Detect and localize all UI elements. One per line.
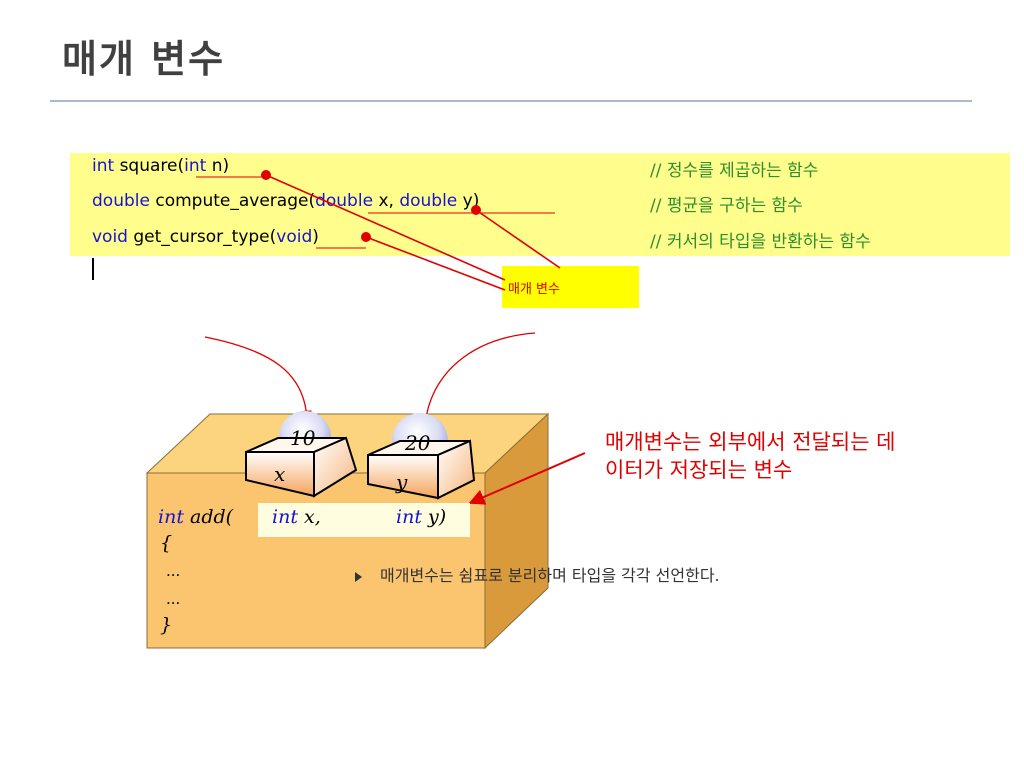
- connector-line: [265, 174, 506, 281]
- function-name: square(: [114, 156, 185, 176]
- param-type: double: [399, 191, 458, 211]
- box-code-signature: int add(: [158, 506, 233, 528]
- function-name: get_cursor_type(: [127, 227, 277, 247]
- param-highlight-strip: [258, 503, 470, 537]
- code-comment: // 커서의 타입을 반환하는 함수: [650, 232, 871, 252]
- box-code-param-x: int x,: [272, 506, 321, 528]
- param-callout-label: 매개 변수: [502, 266, 639, 308]
- cube-x-side: [313, 436, 358, 498]
- param-type: double: [315, 191, 374, 211]
- box-code-param-y: int y): [396, 506, 446, 528]
- value-label: 20: [405, 431, 431, 455]
- slide-title: 매개 변수: [62, 37, 226, 81]
- return-type: void: [92, 227, 128, 247]
- value-arrow: [420, 332, 536, 427]
- code-comment: // 평균을 구하는 함수: [650, 196, 803, 216]
- keyword: int: [158, 506, 184, 528]
- close-paren: ): [222, 156, 230, 176]
- function-name: add(: [183, 506, 234, 528]
- note-arrow: [468, 452, 586, 505]
- param-name: n: [206, 156, 223, 176]
- param-name: y): [421, 506, 447, 528]
- function-name: compute_average(: [149, 191, 316, 211]
- title-divider: [50, 100, 972, 102]
- bullet-triangle-icon: [355, 571, 362, 582]
- text-cursor: [92, 258, 94, 280]
- keyword: int: [272, 506, 298, 528]
- param-type: void: [276, 227, 313, 247]
- keyword: int: [396, 506, 422, 528]
- close-paren: ): [472, 191, 480, 211]
- connector-line: [475, 209, 561, 269]
- connector-dot: [471, 205, 481, 215]
- return-type: double: [92, 191, 150, 211]
- cube-param-label: x: [274, 462, 286, 486]
- box-code-brace-open: {: [160, 532, 173, 554]
- bullet-point: 매개변수는 쉼표로 분리하며 타입을 각각 선언한다.: [355, 562, 720, 586]
- code-line-square: int square(int n): [92, 156, 229, 176]
- cube-param-label: y: [396, 470, 408, 494]
- close-paren: ): [312, 227, 319, 247]
- value-arrow: [204, 336, 312, 422]
- param-explanation-note: 매개변수는 외부에서 전달되는 데이터가 저장되는 변수: [605, 430, 896, 482]
- code-line-compute-average: double compute_average(double x, double …: [92, 191, 479, 211]
- bullet-text: 매개변수는 쉼표로 분리하며 타입을 각각 선언한다.: [380, 566, 720, 585]
- connector-line: [365, 236, 506, 291]
- code-line-get-cursor-type: void get_cursor_type(void): [92, 227, 319, 247]
- code-comment: // 정수를 제곱하는 함수: [650, 161, 819, 181]
- connector-dot: [361, 232, 371, 242]
- box-front: [146, 472, 486, 649]
- param-name: x,: [297, 506, 321, 528]
- param-name: y: [457, 191, 473, 211]
- return-type: int: [92, 156, 115, 176]
- box-code-dots: ...: [166, 590, 181, 608]
- param-type: int: [184, 156, 207, 176]
- param-name: x,: [373, 191, 400, 211]
- box-code-brace-close: }: [160, 614, 173, 636]
- box-code-dots: ...: [166, 562, 181, 580]
- code-highlight-box: [70, 153, 1010, 256]
- value-label: 10: [290, 426, 316, 450]
- connector-dot: [261, 170, 271, 180]
- cube-y-side: [437, 439, 476, 500]
